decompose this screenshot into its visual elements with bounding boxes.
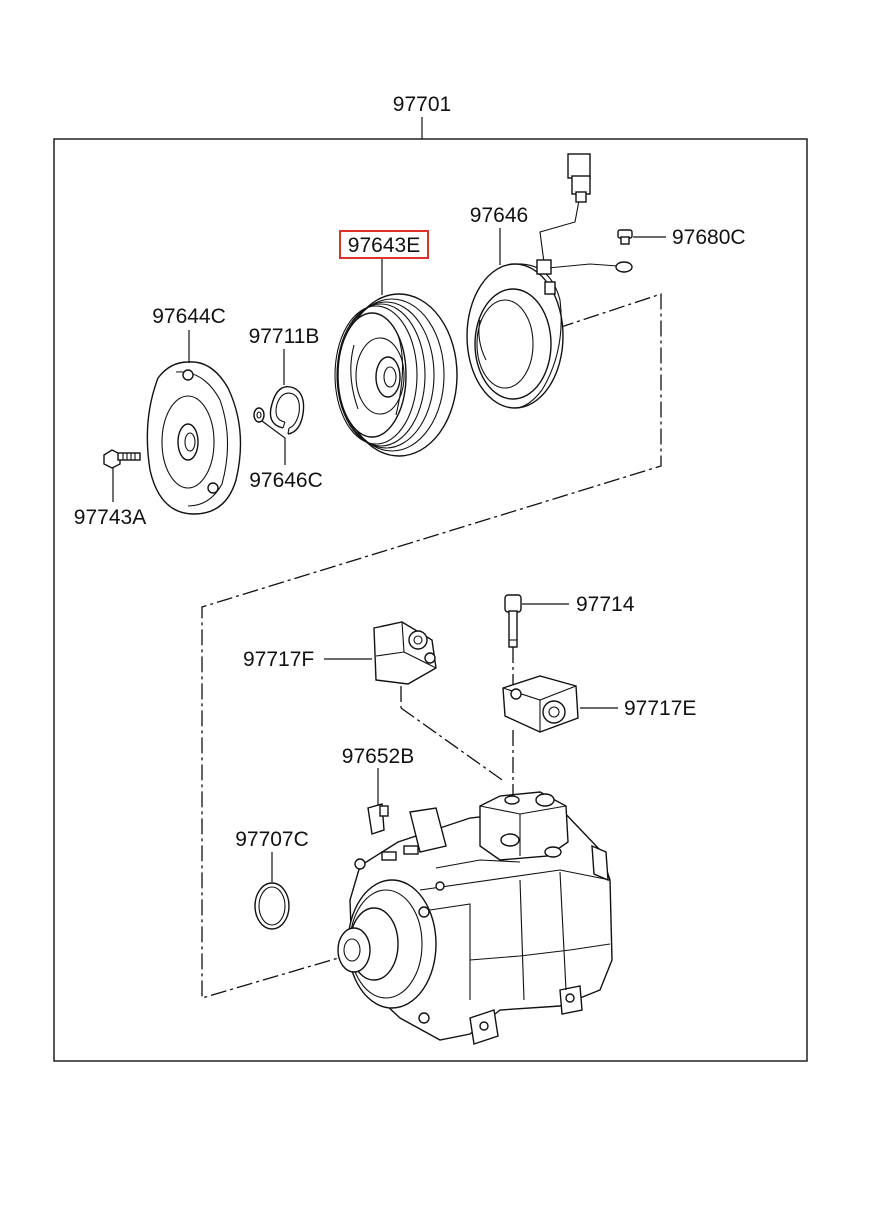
label-97743A[interactable]: 97743A	[74, 506, 146, 529]
bracket-icon[interactable]	[367, 803, 389, 835]
assembly-label[interactable]: 97701	[393, 93, 451, 116]
bolt-97714-icon[interactable]	[504, 594, 522, 648]
label-97644C[interactable]: 97644C	[152, 305, 226, 328]
snap-ring-icon[interactable]	[269, 386, 305, 435]
label-97652B[interactable]: 97652B	[342, 745, 414, 768]
valve-97717F-icon[interactable]	[373, 621, 437, 685]
valve-97717E-icon[interactable]	[502, 675, 579, 733]
field-coil-icon[interactable]	[466, 153, 633, 409]
label-97717E[interactable]: 97717E	[624, 697, 696, 720]
screw-icon[interactable]	[617, 229, 633, 245]
assembly-frame	[53, 117, 808, 1062]
label-97717F[interactable]: 97717F	[243, 648, 314, 671]
group-outline	[201, 293, 662, 999]
label-97711B[interactable]: 97711B	[249, 325, 320, 348]
highlight-box	[339, 230, 429, 259]
clutch-disc-icon[interactable]	[146, 361, 242, 515]
label-97643E[interactable]: 97643E	[348, 234, 420, 257]
label-97646C[interactable]: 97646C	[249, 469, 323, 492]
label-97707C[interactable]: 97707C	[235, 828, 309, 851]
shim-icon[interactable]	[253, 407, 265, 423]
pulley-icon[interactable]	[334, 293, 458, 457]
o-ring-icon[interactable]	[254, 882, 290, 930]
label-97646[interactable]: 97646	[470, 204, 528, 227]
label-97714[interactable]: 97714	[576, 593, 635, 616]
bolt-icon[interactable]	[103, 449, 141, 469]
compressor-icon[interactable]	[337, 791, 613, 1045]
label-97680C[interactable]: 97680C	[672, 226, 746, 249]
